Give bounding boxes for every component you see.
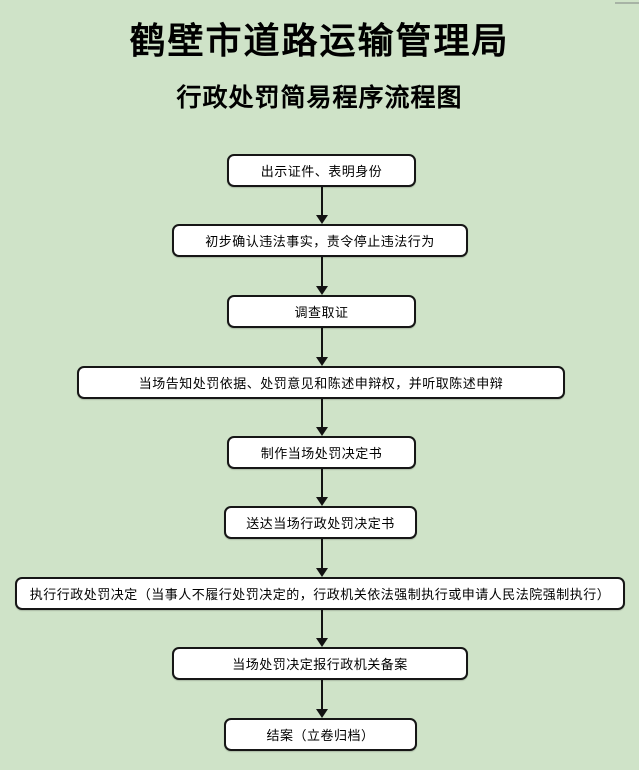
flow-step-show-credentials: 出示证件、表明身份: [227, 154, 416, 187]
arrow-down-icon: [316, 328, 328, 366]
flow-step-notify-penalty-basis: 当场告知处罚依据、处罚意见和陈述申辩权，并听取陈述申辩: [77, 366, 565, 399]
flow-step-deliver-decision: 送达当场行政处罚决定书: [224, 506, 417, 539]
flow-step-label: 当场处罚决定报行政机关备案: [232, 657, 408, 672]
page-title: 鹤壁市道路运输管理局: [129, 21, 510, 61]
arrow-down-icon: [316, 187, 328, 224]
flow-step-investigate-evidence: 调查取证: [227, 295, 416, 328]
window-edge-artifact: [615, 2, 639, 4]
flow-step-confirm-violation: 初步确认违法事实，责令停止违法行为: [172, 224, 468, 257]
page-subtitle: 行政处罚简易程序流程图: [176, 84, 463, 112]
arrow-down-icon: [316, 610, 328, 647]
flow-step-label: 当场告知处罚依据、处罚意见和陈述申辩权，并听取陈述申辩: [138, 376, 504, 391]
flow-step-label: 调查取证: [294, 305, 349, 320]
arrow-down-icon: [316, 469, 328, 506]
flow-step-label: 制作当场处罚决定书: [260, 446, 383, 461]
flow-step-label: 初步确认违法事实，责令停止违法行为: [205, 234, 435, 249]
flow-step-close-case: 结案（立卷归档）: [224, 718, 417, 751]
flow-step-label: 送达当场行政处罚决定书: [246, 516, 395, 531]
arrow-down-icon: [316, 539, 328, 577]
flow-step-execute-decision: 执行行政处罚决定（当事人不履行处罚决定的，行政机关依法强制执行或申请人民法院强制…: [15, 577, 625, 610]
flow-step-label: 出示证件、表明身份: [260, 164, 383, 179]
arrow-down-icon: [316, 399, 328, 436]
arrow-down-icon: [316, 680, 328, 718]
flow-step-make-decision-document: 制作当场处罚决定书: [227, 436, 416, 469]
flow-step-label: 执行行政处罚决定（当事人不履行处罚决定的，行政机关依法强制执行或申请人民法院强制…: [29, 587, 611, 602]
arrow-down-icon: [316, 257, 328, 295]
flow-step-report-for-record: 当场处罚决定报行政机关备案: [172, 647, 468, 680]
flow-step-label: 结案（立卷归档）: [266, 728, 375, 743]
